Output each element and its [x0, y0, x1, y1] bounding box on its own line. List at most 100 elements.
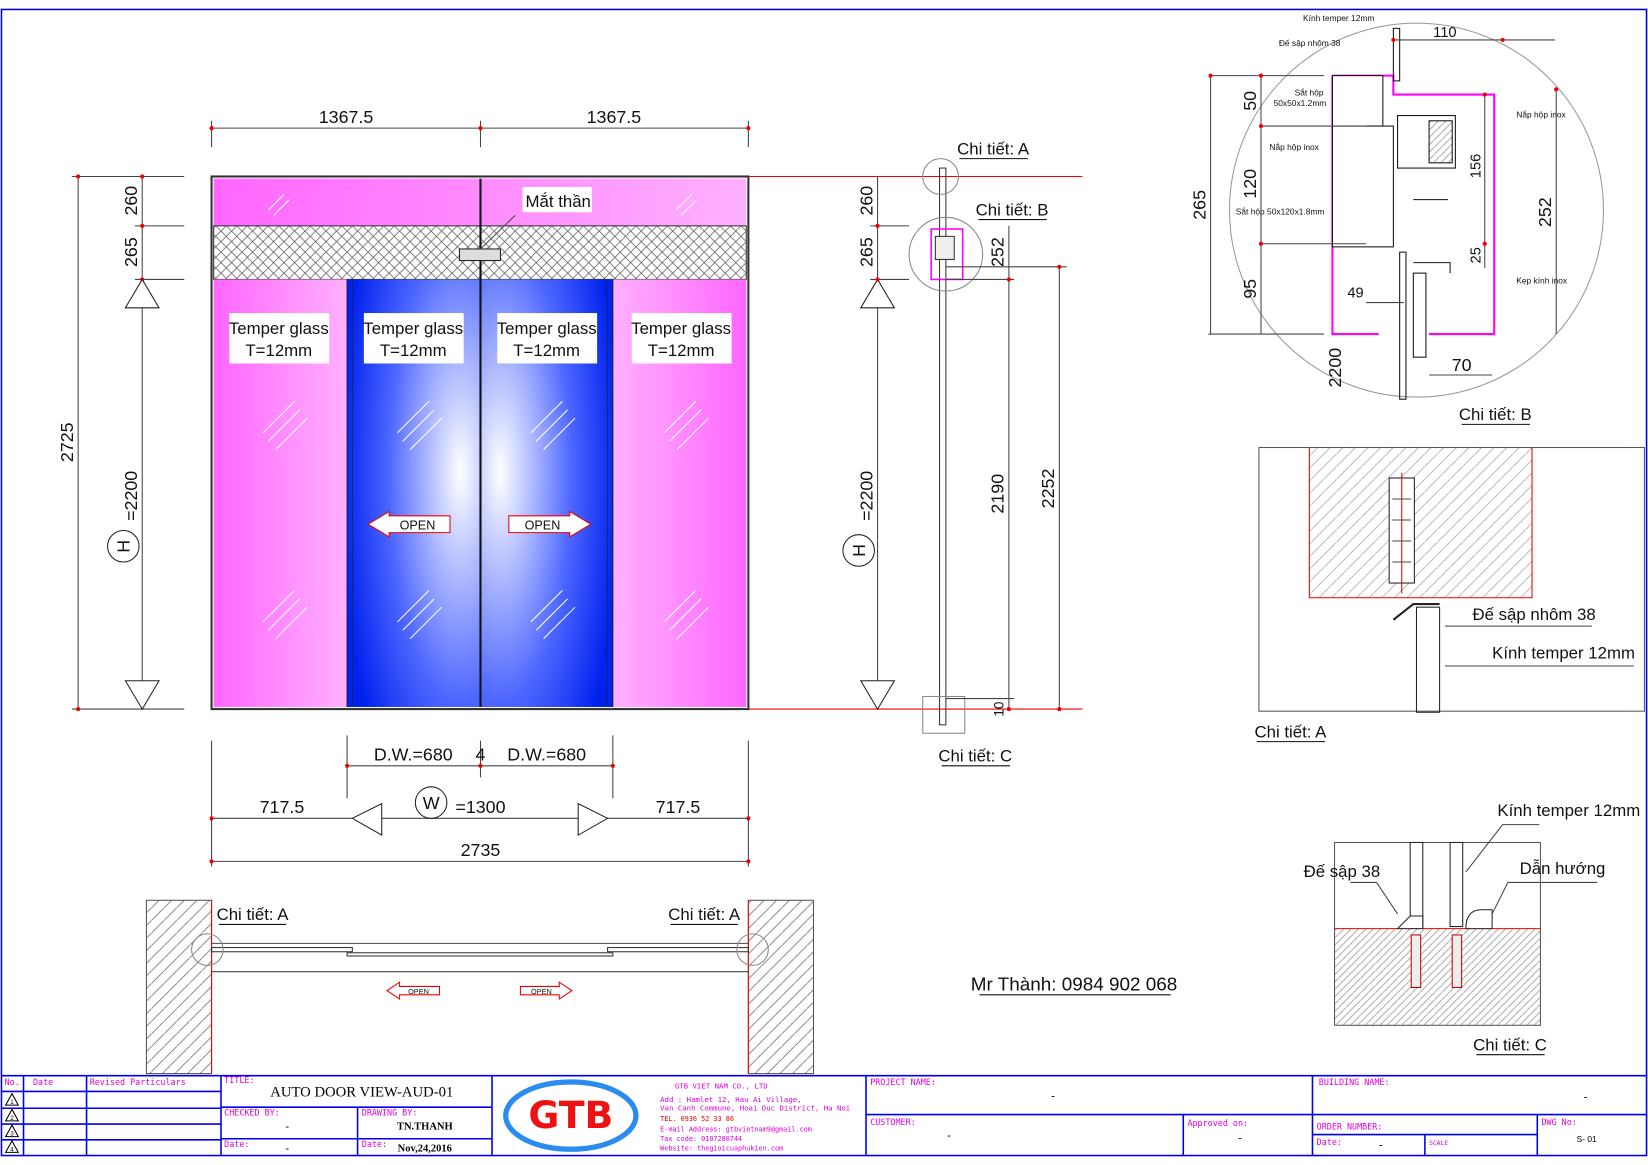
drawing-line	[1, 1090, 222, 1141]
label: GTB	[528, 1093, 613, 1137]
drawing-line	[736, 933, 769, 966]
drawing-line	[344, 763, 350, 768]
detail-b-callout: Chi tiết: B	[976, 200, 1049, 219]
detail-a: Đế sập nhôm 38 Kính temper 12mm Chi tiết…	[1254, 446, 1645, 743]
label: Dẫn hướng	[1520, 859, 1606, 878]
drawing-line	[221, 1106, 493, 1156]
drawing-line	[1412, 272, 1427, 358]
label: PROJECT NAME:	[870, 1077, 936, 1087]
drawing-line	[22, 1075, 1314, 1156]
label: -	[1379, 1140, 1383, 1151]
drawing-line	[1334, 928, 1541, 1026]
label: 4	[10, 1146, 14, 1153]
label: T=12mm	[245, 341, 312, 360]
drawing-line	[351, 802, 609, 837]
panel-label-2: Temper glass T=12mm	[363, 313, 464, 364]
drawing-line	[211, 947, 353, 953]
front-elevation: Mắt thần Temper glass T=12mm Temper glas…	[210, 175, 750, 711]
label: 50	[1240, 91, 1260, 111]
label: -	[1584, 1092, 1588, 1103]
drawing-line	[530, 400, 576, 450]
label: Chi tiết: A	[668, 905, 741, 924]
label: Đế sập nhôm 38	[1279, 38, 1341, 48]
drawing-line	[875, 223, 880, 228]
label: 1367.5	[319, 107, 374, 127]
label: Chi tiết: C	[1473, 1035, 1547, 1054]
drawing-line	[1006, 277, 1011, 282]
drawing-line	[209, 816, 214, 821]
label: Add : Hamlet 12, Hau Ai Village,	[660, 1095, 801, 1104]
drawing-line	[397, 590, 442, 640]
label: T=12mm	[648, 341, 715, 360]
drawing-line	[1331, 75, 1384, 127]
detail-c-callout: Chi tiết: C	[938, 747, 1012, 766]
open-arrow-right-icon	[519, 981, 573, 1001]
gtb-logo: GTB	[503, 1079, 639, 1152]
label: 265	[121, 237, 141, 267]
label: 265	[856, 237, 876, 267]
drawing-line	[1554, 87, 1559, 92]
detail-c: Kính temper 12mm Đế sập 38 Dẫn hướng Chi…	[1304, 801, 1640, 1056]
label: GTB VIET NAM CO., LTD	[675, 1081, 768, 1090]
label: 25	[1469, 247, 1485, 263]
label: 110	[1433, 25, 1456, 41]
label: Website: thegioicuaphukien.com	[660, 1144, 783, 1152]
label: 2190	[988, 474, 1008, 514]
label: 2735	[461, 840, 501, 860]
label: Revised Particulars	[90, 1077, 186, 1087]
label: 2725	[57, 422, 77, 462]
drawing-line	[530, 590, 576, 640]
label: OPEN	[400, 518, 436, 532]
drawing-line	[631, 313, 732, 364]
label: H	[849, 544, 869, 557]
label: Tax code: 0107280744	[660, 1135, 742, 1143]
drawing-line	[480, 214, 516, 250]
label: SCALE	[1429, 1140, 1448, 1147]
label: =1300	[455, 797, 505, 817]
label: 49	[1347, 285, 1363, 301]
label: Chi tiết: A	[217, 905, 290, 924]
label: 2252	[1038, 469, 1058, 509]
label: =2200	[121, 471, 141, 521]
label: Chi tiết: A	[1254, 722, 1327, 741]
drawing-line	[1392, 498, 1412, 563]
label: DRAWING BY:	[362, 1108, 418, 1118]
drawing-line	[875, 277, 880, 282]
label: Date:	[224, 1139, 249, 1149]
width-symbol-icon	[414, 786, 448, 819]
label: 156	[1469, 154, 1485, 179]
label: Temper glass	[363, 319, 463, 338]
label: Kính temper 12mm	[1492, 644, 1635, 663]
panel-label-4: Temper glass T=12mm	[631, 313, 732, 364]
label: 1367.5	[587, 107, 642, 127]
drawing-line	[663, 590, 709, 640]
drawing-line	[262, 193, 709, 640]
label: E-mail Address: gtbvietnam9@gmail.com	[660, 1125, 812, 1133]
drawing-line	[209, 763, 751, 864]
label: H	[114, 540, 134, 553]
label: Temper glass	[497, 319, 597, 338]
drawing-line	[478, 126, 483, 131]
drawing-line	[866, 1113, 1647, 1156]
label: 3	[10, 1131, 14, 1138]
door-frame	[210, 175, 750, 711]
label: Nắp hộp inox	[1516, 110, 1566, 120]
label: 2	[10, 1115, 14, 1122]
drawing-line	[262, 590, 308, 640]
label: 10	[992, 701, 1007, 717]
drawing-title: AUTO DOOR VIEW-AUD-01	[270, 1085, 453, 1101]
drawing-line	[1391, 37, 1396, 43]
label: OPEN	[408, 987, 429, 996]
title-block: No. Date Revised Particulars 1 2 3 4 TIT…	[1, 1074, 1647, 1156]
drawing-line	[497, 313, 598, 364]
label: -	[285, 1143, 289, 1154]
drawing-line	[124, 278, 160, 711]
label: Approved on:	[1187, 1118, 1248, 1128]
drawing-line	[503, 1079, 639, 1152]
drawing-line	[140, 174, 145, 179]
panel-label-3: Temper glass T=12mm	[497, 313, 598, 364]
sensor-icon	[458, 248, 501, 262]
label: Kẹp kính inox	[1516, 276, 1568, 286]
drawing-line	[397, 400, 442, 450]
label: ORDER NUMBER:	[1317, 1121, 1383, 1131]
